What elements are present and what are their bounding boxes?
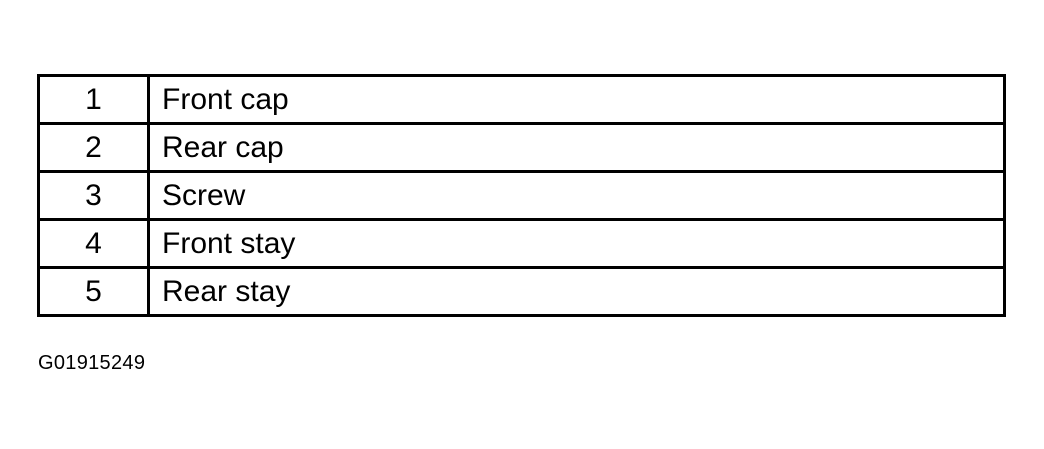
table-row: 4 Front stay [37, 218, 1006, 269]
row-label: Rear stay [147, 266, 1006, 317]
table-row: 1 Front cap [37, 74, 1006, 125]
row-number: 4 [37, 218, 150, 269]
legend-table: 1 Front cap 2 Rear cap 3 Screw 4 Front s… [37, 74, 1006, 317]
row-number: 2 [37, 122, 150, 173]
row-label: Front stay [147, 218, 1006, 269]
figure-id: G01915249 [38, 352, 146, 374]
table-row: 3 Screw [37, 170, 1006, 221]
row-label: Rear cap [147, 122, 1006, 173]
table-row: 5 Rear stay [37, 266, 1006, 317]
row-number: 3 [37, 170, 150, 221]
row-label: Front cap [147, 74, 1006, 125]
row-number: 1 [37, 74, 150, 125]
row-number: 5 [37, 266, 150, 317]
table-row: 2 Rear cap [37, 122, 1006, 173]
row-label: Screw [147, 170, 1006, 221]
